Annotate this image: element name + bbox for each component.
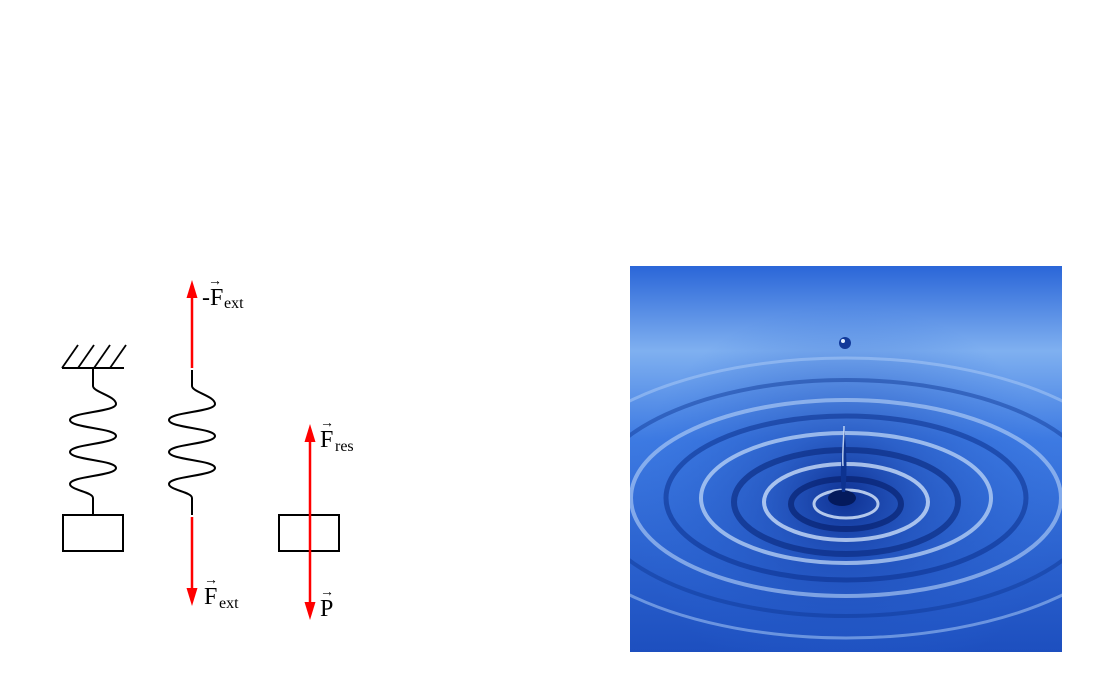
svg-text:F: F — [320, 427, 333, 453]
svg-text:ext: ext — [219, 595, 239, 612]
spring — [69, 368, 117, 515]
svg-text:P: P — [320, 596, 333, 622]
upward-external-force-arrow — [186, 280, 198, 368]
svg-text:→: → — [320, 416, 334, 431]
spring-force-diagram: -F → ext F → ext F → res P → — [61, 274, 354, 622]
svg-text:F: F — [204, 584, 217, 610]
svg-text:res: res — [335, 438, 354, 455]
label-p: P → — [320, 585, 334, 622]
svg-text:→: → — [204, 573, 218, 588]
svg-text:→: → — [320, 585, 334, 600]
ceiling-support — [61, 344, 127, 369]
free-body-figure: F → res P → — [278, 416, 354, 622]
mass-block — [62, 514, 124, 552]
weight-force-arrow — [304, 533, 316, 620]
water-drop-photo — [630, 266, 1062, 652]
downward-external-force-arrow — [186, 517, 198, 606]
label-f-res: F → res — [320, 416, 354, 455]
resultant-force-arrow — [304, 424, 316, 533]
stretched-spring-figure: -F → ext F → ext — [168, 274, 244, 612]
label-neg-f-ext: -F → ext — [202, 274, 244, 312]
svg-text:-F: -F — [202, 285, 223, 311]
spring — [168, 370, 216, 515]
fixed-spring-figure — [61, 344, 127, 552]
svg-text:ext: ext — [224, 295, 244, 312]
label-f-ext: F → ext — [204, 573, 239, 612]
svg-text:→: → — [208, 274, 222, 289]
